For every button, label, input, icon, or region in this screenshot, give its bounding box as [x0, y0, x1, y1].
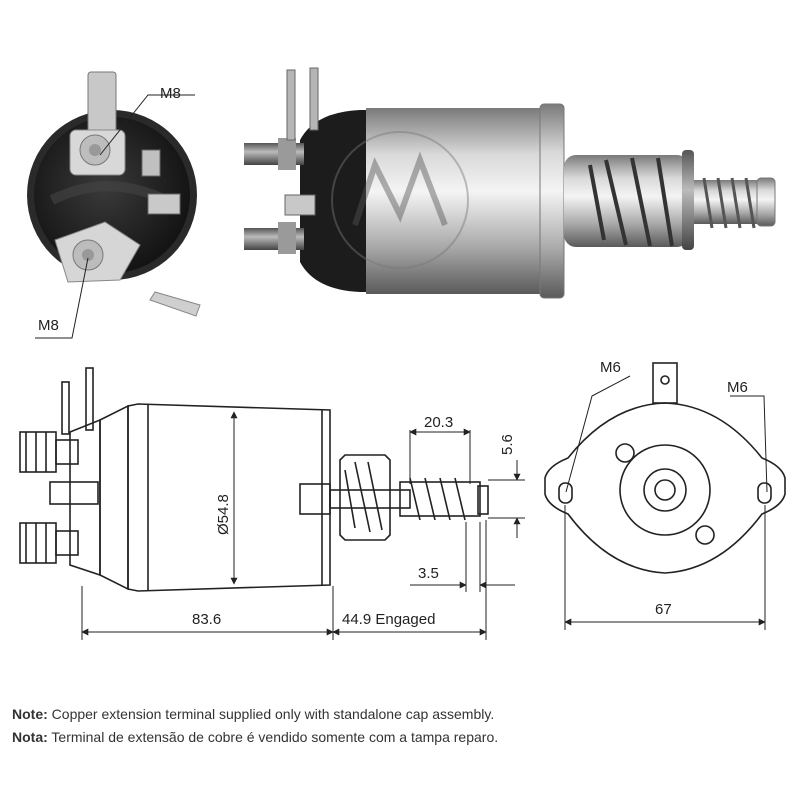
- plunger-tip-label: 3.5: [418, 565, 439, 582]
- end-dimension-lines: [564, 375, 768, 630]
- end-view-drawing: [544, 362, 786, 574]
- plunger-step-label: 5.6: [499, 434, 516, 455]
- right-hole-callout: M6: [727, 379, 748, 396]
- notes: Note: Copper extension terminal supplied…: [12, 703, 792, 749]
- side-view-photo: [244, 67, 776, 299]
- note-portuguese: Nota: Terminal de extensão de cobre é ve…: [12, 726, 792, 749]
- mount-width-label: 67: [655, 601, 672, 618]
- side-view-drawing: [19, 367, 489, 592]
- note-label: Nota:: [12, 729, 48, 745]
- note-text: Terminal de extensão de cobre é vendido …: [47, 729, 499, 745]
- spring-length-label: 20.3: [424, 414, 453, 431]
- top-bolt-callout: M8: [160, 85, 181, 102]
- side-dimension-lines: [81, 411, 525, 640]
- plunger-travel-label: 44.9 Engaged: [342, 611, 435, 628]
- bottom-terminal: [54, 221, 201, 317]
- top-terminal: [69, 71, 126, 176]
- body-diameter-label: Ø54.8: [215, 494, 232, 535]
- note-english: Note: Copper extension terminal supplied…: [12, 703, 792, 726]
- body-length-label: 83.6: [192, 611, 221, 628]
- left-hole-callout: M6: [600, 359, 621, 376]
- bottom-bolt-callout: M8: [38, 317, 59, 334]
- note-label: Note:: [12, 706, 48, 722]
- note-text: Copper extension terminal supplied only …: [47, 706, 495, 722]
- end-view-photo: [27, 71, 201, 339]
